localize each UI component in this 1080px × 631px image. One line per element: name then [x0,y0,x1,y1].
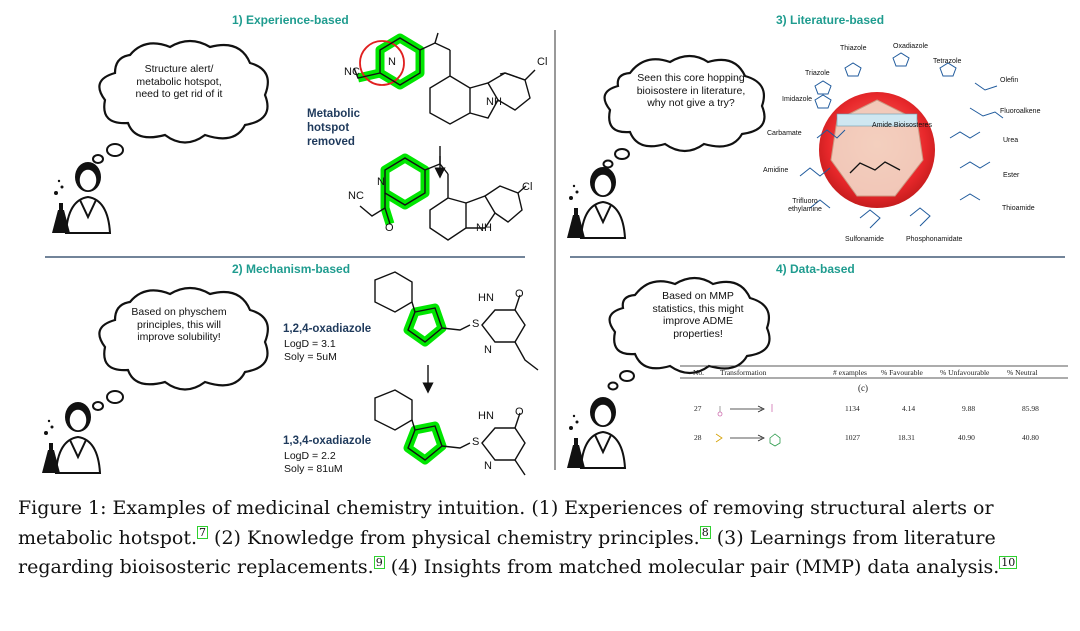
bio-trifluoro: Trifluoro ethylamine [788,198,822,213]
thought-bubble-icon [92,286,269,411]
bio-fluoroalkene: Fluoroalkene [1000,108,1041,115]
atom-cl-1: Cl [537,56,548,68]
bubble-text-3: Seen this core hopping bioisostere in li… [636,72,746,109]
atom-n-1: N [388,56,396,68]
row-28-unfavourable: 40.90 [958,433,975,442]
oxadiazole-1-logd: LogD = 3.1 [284,338,336,350]
atom-o-1: O [515,288,524,300]
center-label: Amide Bioisosteres [872,122,932,129]
panel-1-title: 1) Experience-based [232,13,349,27]
atom-o-2: O [515,406,524,418]
atom-cl-2: Cl [522,181,533,193]
th-favourable: % Favourable [881,368,923,377]
table-subheader: (c) [858,383,868,393]
caption-part-3: (3) Learnings from literature regarding … [18,526,996,579]
panel-dividers [45,30,1065,470]
reference-link-8[interactable]: 8 [699,526,711,540]
row-27-favourable: 4.14 [902,404,916,413]
row-28-neutral: 40.80 [1022,433,1039,442]
table-rules [680,365,1068,447]
bio-sulfonamide: Sulfonamide [845,236,884,243]
thought-bubble-icon [607,276,771,391]
caption-part-4: (4) Insights from matched molecular pair… [384,556,1000,578]
bubble-text-4: Based on MMP statistics, this might impr… [652,290,744,340]
caption-part-1: Figure 1: Examples of medicinal chemistr… [18,497,994,549]
figure-caption: Figure 1: Examples of medicinal chemistr… [18,494,1068,583]
row-28-favourable: 18.31 [898,433,915,442]
scientist-icon [42,402,102,474]
atom-nh-1: NH [486,96,502,108]
atom-s-2: S [472,436,480,448]
atom-nc-1: NC [344,66,360,78]
oxadiazole-2-soly: Soly = 81uM [284,463,343,475]
reference-link-7[interactable]: 7 [197,526,208,540]
row-27-examples: 1134 [845,404,860,413]
atom-s-1: S [472,318,480,330]
bio-urea: Urea [1003,137,1019,144]
row-28-examples: 1027 [845,433,860,442]
atom-hn-2: HN [478,410,494,422]
row-27-no: 27 [694,404,702,413]
oxadiazole-1-soly: Soly = 5uM [284,351,337,363]
bio-thiazole: Thiazole [840,45,867,52]
molecule-1-top [353,32,536,241]
bubble-text-2: Based on physchem principles, this will … [131,306,227,343]
bio-thioamide: Thioamide [1002,205,1035,212]
oxadiazole-2-logd: LogD = 2.2 [284,450,336,462]
atom-nh-2: NH [476,222,492,234]
scientist-icon [567,397,627,469]
panel-4-title: 4) Data-based [776,262,855,276]
reference-link-10[interactable]: 10 [999,555,1018,569]
th-neutral: % Neutral [1007,368,1038,377]
row-27-neutral: 85.98 [1022,404,1039,413]
bio-imidazole: Imidazole [782,96,812,103]
atom-n-4: N [484,460,492,472]
metabolic-label: Metabolic hotspot removed [307,108,361,148]
bio-amidine: Amidine [763,167,789,174]
th-unfavourable: % Unfavourable [940,368,990,377]
oxadiazole-2-name: 1,3,4-oxadiazole [283,435,372,447]
bio-phosphonamidate: Phosphonamidate [906,236,963,243]
atom-n-3: N [484,344,492,356]
th-transformation: Transformation [720,368,767,377]
bio-ester: Ester [1003,172,1020,179]
row-27-unfavourable: 9.88 [962,404,976,413]
caption-part-2: (2) Knowledge from physical chemistry pr… [208,526,700,549]
atom-n-2: N [377,176,385,188]
bio-carbamate: Carbamate [767,130,802,137]
thought-bubble-icon [92,39,269,164]
th-no: No. [693,368,705,377]
thought-bubble-icon [602,54,766,169]
atom-hn-1: HN [478,292,494,304]
oxadiazole-1-name: 1,2,4-oxadiazole [283,323,372,335]
scientist-icon [52,162,112,234]
bio-triazole: Triazole [805,70,830,77]
bubble-text-1: Structure alert/ metabolic hotspot, need… [135,63,223,100]
scientist-icon [567,167,627,239]
molecule-2 [374,271,539,476]
reference-link-9[interactable]: 9 [373,555,385,569]
bio-tetrazole: Tetrazole [933,58,962,65]
th-examples: # examples [833,368,867,377]
panel-3-title: 3) Literature-based [776,13,885,27]
atom-nc-2: NC [348,190,364,202]
bio-olefin: Olefin [1000,77,1019,84]
bioisostere-wheel [799,52,1004,229]
bio-oxadiazole: Oxadiazole [893,43,929,50]
row-28-no: 28 [694,433,702,442]
panel-2-title: 2) Mechanism-based [232,262,351,276]
atom-o: O [385,222,394,234]
